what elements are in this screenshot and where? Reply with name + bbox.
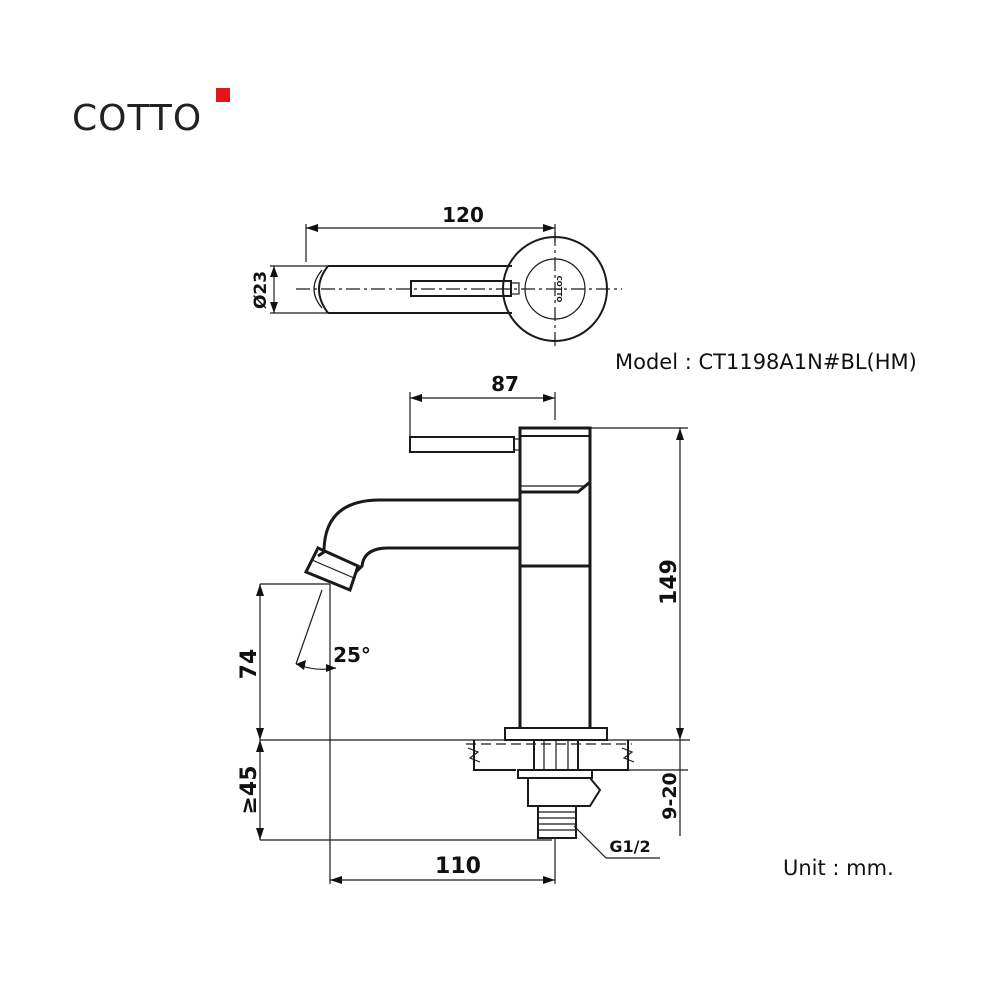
model-label: Model : CT1198A1N#BL(HM) [615, 350, 917, 374]
dim-87: 87 [491, 372, 519, 396]
dim-angle-25: 25° [333, 643, 371, 667]
top-view: 120 Ø23 COTTO [251, 203, 622, 350]
dim-149: 149 [657, 559, 682, 605]
dim-thread-g1-2: G1/2 [609, 837, 650, 856]
top-brand-mark: COTTO [555, 276, 563, 303]
logo-red-square [216, 88, 230, 102]
dim-120: 120 [442, 203, 484, 227]
dim-9-20: 9-20 [659, 772, 681, 820]
dim-min-45: ≥45 [237, 765, 262, 814]
dim-74: 74 [237, 649, 262, 680]
dim-110: 110 [435, 854, 481, 879]
side-view: 87 149 [237, 372, 690, 884]
unit-label: Unit : mm. [783, 856, 894, 880]
dim-diameter-23: Ø23 [251, 271, 271, 309]
cotto-logo: COTTO [72, 98, 203, 139]
